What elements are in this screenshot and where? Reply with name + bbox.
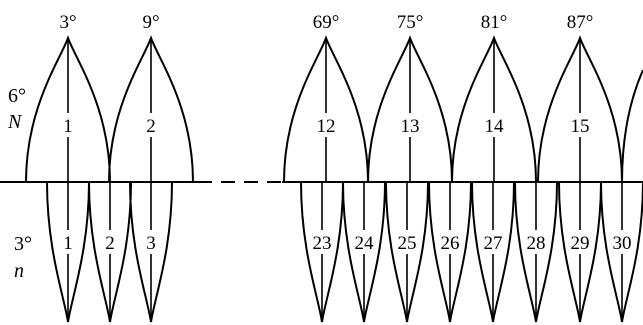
central-meridian-label: 3° bbox=[59, 12, 76, 33]
zone-number: 13 bbox=[401, 116, 420, 137]
zone-number: 2 bbox=[146, 116, 156, 137]
central-meridian-label: 9° bbox=[142, 12, 159, 33]
zone-boundary bbox=[621, 69, 643, 183]
six-degree-side-label: 6° bbox=[8, 85, 26, 107]
central-meridian-label: 87° bbox=[567, 12, 594, 33]
three-degree-side-label: 3° bbox=[14, 233, 32, 255]
six-degree-zone: 15 87° bbox=[537, 12, 623, 183]
six-degree-zone: 1 3° bbox=[25, 12, 111, 183]
three-degree-zone: 27 bbox=[471, 181, 515, 323]
zone-number: 24 bbox=[355, 233, 375, 254]
six-degree-zone: 12 69° bbox=[283, 12, 369, 183]
zone-number: 1 bbox=[63, 233, 73, 254]
central-meridian-label: 69° bbox=[313, 12, 340, 33]
three-degree-side-symbol: n bbox=[14, 260, 24, 282]
six-degree-zones: 1 3° 2 9° 12 69° 13 75° 14 81° 15 87° bbox=[25, 12, 643, 183]
three-degree-zone: 2 bbox=[88, 181, 132, 323]
three-degree-zone: 24 bbox=[342, 181, 386, 323]
six-degree-zone: 14 81° bbox=[451, 12, 537, 183]
three-degree-zone: 23 bbox=[300, 181, 344, 323]
zone-number: 27 bbox=[484, 233, 503, 254]
zone-number: 28 bbox=[527, 233, 546, 254]
zone-number: 25 bbox=[398, 233, 417, 254]
zone-number: 14 bbox=[485, 116, 505, 137]
three-degree-zone: 25 bbox=[385, 181, 429, 323]
six-degree-zone-partial bbox=[621, 69, 643, 183]
three-degree-zone: 26 bbox=[428, 181, 472, 323]
zone-number: 23 bbox=[313, 233, 332, 254]
six-degree-zone: 13 75° bbox=[367, 12, 453, 183]
zone-number: 30 bbox=[613, 233, 632, 254]
central-meridian-label: 81° bbox=[481, 12, 508, 33]
six-degree-side-symbol: N bbox=[7, 111, 23, 133]
zone-number: 15 bbox=[571, 116, 590, 137]
three-degree-zone: 3 bbox=[129, 181, 173, 323]
zone-number: 29 bbox=[571, 233, 590, 254]
three-degree-zone: 28 bbox=[514, 181, 558, 323]
zone-number: 2 bbox=[105, 233, 115, 254]
zone-number: 12 bbox=[317, 116, 336, 137]
three-degree-zone: 29 bbox=[558, 181, 602, 323]
three-degree-zone: 30 bbox=[600, 181, 643, 323]
zone-number: 3 bbox=[146, 233, 156, 254]
zone-number: 1 bbox=[63, 116, 73, 137]
three-degree-zone: 1 bbox=[46, 181, 90, 323]
central-meridian-label: 75° bbox=[397, 12, 424, 33]
six-degree-zone: 2 9° bbox=[108, 12, 194, 183]
zone-number: 26 bbox=[441, 233, 460, 254]
